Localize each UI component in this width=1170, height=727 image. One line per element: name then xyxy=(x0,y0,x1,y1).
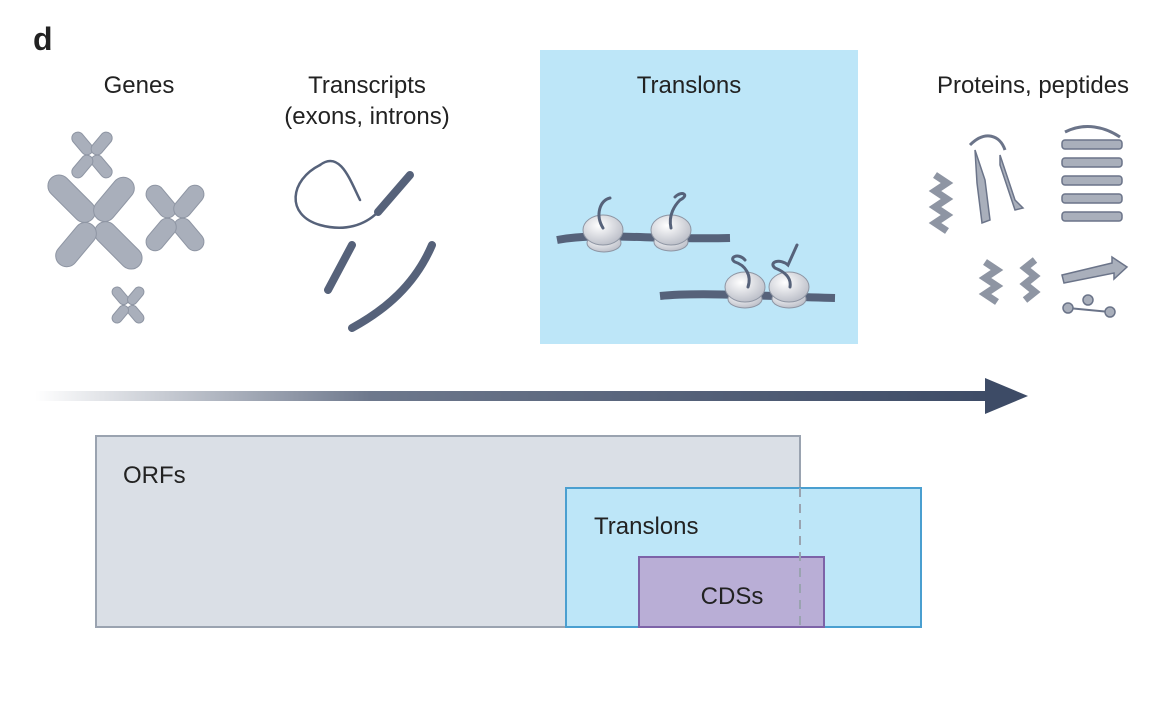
label-translons: Translons xyxy=(637,72,741,99)
panel-letter: d xyxy=(33,21,53,57)
ribosomes-icon xyxy=(556,192,836,309)
orfs-label: ORFs xyxy=(123,462,186,489)
cdss-label: CDSs xyxy=(701,583,764,610)
chromosomes-icon xyxy=(47,131,205,324)
label-transcripts-sub: (exons, introns) xyxy=(284,103,449,130)
translons-set-label: Translons xyxy=(594,513,698,540)
progression-arrow xyxy=(35,378,1028,414)
label-transcripts: Transcripts xyxy=(308,72,426,99)
cdss-box xyxy=(638,556,825,628)
label-proteins: Proteins, peptides xyxy=(937,72,1129,99)
label-genes: Genes xyxy=(104,72,175,99)
proteins-icon xyxy=(928,125,1129,318)
transcripts-icon xyxy=(294,159,436,332)
